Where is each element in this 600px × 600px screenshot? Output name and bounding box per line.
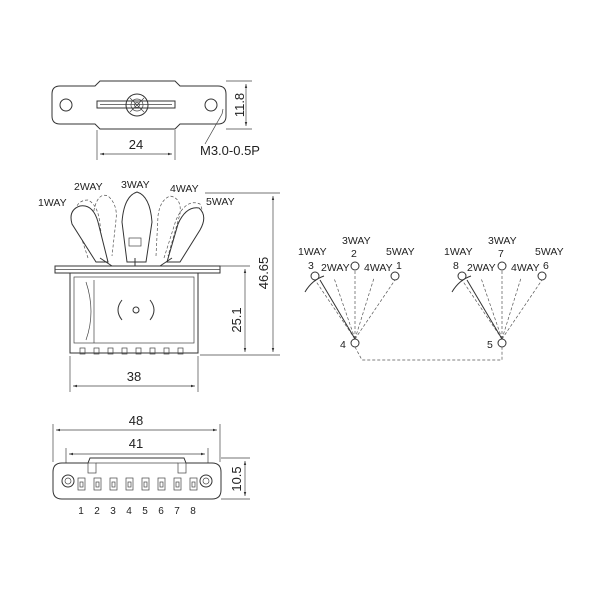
schem-right-terminal-6 [537,271,547,281]
bottom-inner-dim: 41 [129,436,143,451]
lever-3way [121,191,153,263]
side-view-body [69,272,199,354]
schem-right-contact-5: 5 [487,339,493,351]
schem-left-arc [304,275,325,293]
lever-5way [166,207,205,263]
side-view-contacts [79,347,184,355]
side-height-dim: 46.65 [256,257,271,290]
pin-number-2: 2 [94,506,100,517]
schem-left-way-2: 2WAY [321,262,350,274]
schem-left-way-1: 1WAY [298,246,327,258]
side-way-label-2: 2WAY [74,181,103,193]
schem-left-terminal-4 [350,338,360,348]
bottom-view-plate [52,457,222,500]
pin-number-5: 5 [142,506,148,517]
schem-left-contact-2: 2 [351,248,357,260]
bottom-solder-tabs [77,477,198,491]
lever-1way [70,205,109,263]
schem-right-contact-7: 7 [498,248,504,260]
schem-right-way-1: 1WAY [444,246,473,258]
top-view-slot [96,100,176,109]
schem-right-way-3: 3WAY [488,235,517,247]
top-view: 11.8 24 M3.0-0.5P [51,80,260,160]
schem-left-contact-1: 1 [396,260,402,272]
pin-number-3: 3 [110,506,116,517]
schem-right-contact-6: 6 [543,260,549,272]
bottom-left-hole [61,474,75,488]
top-view-left-hole [59,98,73,112]
bottom-view: 48 41 10.5 1 2 [52,413,250,517]
side-body-dim: 25.1 [229,307,244,332]
schem-right-arc [451,275,472,293]
top-view-width-dim: 24 [129,137,143,152]
schem-right-way-4: 4WAY [511,262,540,274]
schem-right-way-2: 2WAY [467,262,496,274]
schem-left-terminal-2 [350,261,360,271]
top-view-right-hole [204,98,218,112]
top-view-plate [51,80,227,130]
bottom-right-hole [199,474,213,488]
schem-right-terminal-7 [497,261,507,271]
schem-left-contact-3: 3 [308,260,314,272]
side-way-label-1: 1WAY [38,197,67,209]
schem-left-wiper [319,279,356,340]
thread-note: M3.0-0.5P [200,143,260,158]
schem-right-wiper [466,279,503,340]
schematic-right: 3WAY 1WAY 5WAY 2WAY 4WAY 8 7 6 5 [444,235,564,351]
bottom-height-dim: 10.5 [229,466,244,491]
pin-number-1: 1 [78,506,84,517]
side-way-label-5: 5WAY [206,196,235,208]
side-width-dim: 38 [127,369,141,384]
schematic-left: 3WAY 1WAY 5WAY 2WAY 4WAY 3 2 1 4 [298,235,415,351]
pin-number-4: 4 [126,506,132,517]
side-way-label-3: 3WAY [121,179,150,191]
top-view-lever-hub [125,93,149,117]
schem-right-terminal-5 [497,338,507,348]
bottom-total-dim: 48 [129,413,143,428]
side-view: 1WAY 2WAY 3WAY 4WAY 5WAY 46.65 25.1 38 [38,179,280,392]
schem-left-way-4: 4WAY [364,262,393,274]
pin-number-7: 7 [174,506,180,517]
schem-left-contact-4: 4 [340,339,346,351]
schem-right-way-5: 5WAY [535,246,564,258]
pin-number-6: 6 [158,506,164,517]
schem-left-way-3: 3WAY [342,235,371,247]
schematic-link-line [354,346,503,361]
pin-number-8: 8 [190,506,196,517]
side-way-label-4: 4WAY [170,183,199,195]
top-view-height-dim: 11.8 [232,93,247,117]
schem-left-terminal-1 [390,271,400,281]
schem-left-way-5: 5WAY [386,246,415,258]
schem-right-contact-8: 8 [453,260,459,272]
